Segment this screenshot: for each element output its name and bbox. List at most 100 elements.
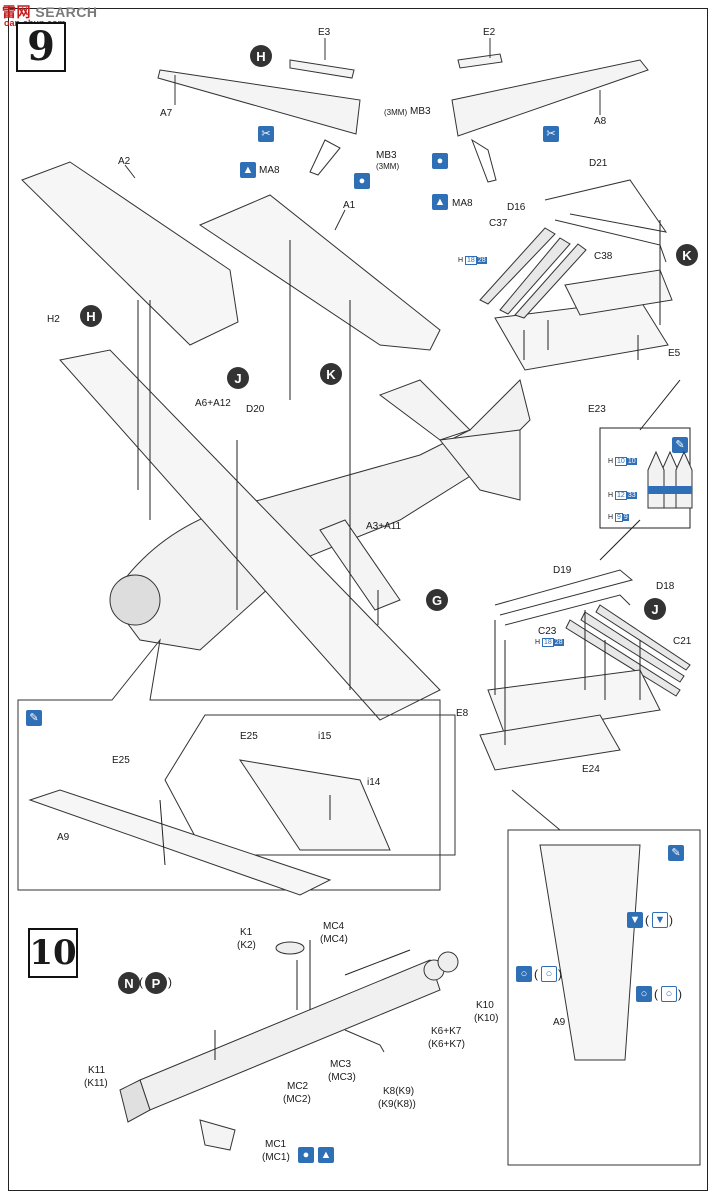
label-K10: K10: [476, 1000, 494, 1011]
callout-N: N: [118, 972, 140, 994]
open-hole-icon: ▲: [240, 162, 256, 178]
callout-J-left: J: [227, 367, 249, 389]
label-C21: C21: [673, 636, 692, 647]
label-A1: A1: [343, 200, 356, 211]
label-A6-A12: A6+A12: [195, 398, 231, 409]
callout-P: P: [145, 972, 167, 994]
paint-brush-icon-right-detail: ✎: [668, 845, 684, 861]
cut-remove-icon: ✂: [258, 126, 274, 142]
label-MB3-left-note: (3MM): [384, 108, 408, 117]
label-D16: D16: [507, 202, 526, 213]
callout-H-left: H: [80, 305, 102, 327]
label-D19: D19: [553, 565, 572, 576]
label-MC1: MC1: [265, 1139, 287, 1150]
paren-close-fill-3: ): [678, 987, 682, 1001]
label-E25-outer: E25: [112, 755, 130, 766]
callout-H-top: H: [250, 45, 272, 67]
paren-close-fill-2: ): [558, 967, 562, 981]
label-MA8-right: MA8: [452, 198, 473, 209]
label-MB3-right: MB3: [376, 150, 397, 161]
label-A9-right: A9: [553, 1017, 566, 1028]
label-D20: D20: [246, 404, 265, 415]
label-i15: i15: [318, 731, 332, 742]
cut-remove-icon-right: ✂: [543, 126, 559, 142]
label-MC4: MC4: [323, 921, 345, 932]
label-D21: D21: [589, 158, 608, 169]
paren-open-fill-1: (: [645, 913, 649, 927]
watermark-cn: 雷: [2, 5, 17, 21]
label-MC4b: (MC4): [320, 934, 348, 945]
watermark-cn2: 网: [16, 5, 31, 21]
label-A9-detail: A9: [57, 832, 70, 843]
open-hole-icon-mc1: ▲: [318, 1147, 334, 1163]
callout-J-right: J: [644, 598, 666, 620]
fill-hole-icon-3: ○: [516, 966, 532, 982]
label-MC3: MC3: [330, 1059, 352, 1070]
label-H2: H2: [47, 314, 60, 325]
label-D18: D18: [656, 581, 675, 592]
label-i14: i14: [367, 777, 381, 788]
label-MC2b: (MC2): [283, 1094, 311, 1105]
label-K1: K1: [240, 927, 253, 938]
step-number-9: 9: [16, 22, 66, 72]
watermark: 雷网 SEARCH: [2, 2, 98, 22]
fill-hole-icon-6: ○: [661, 986, 677, 1002]
label-K8K9: K8(K9): [383, 1086, 415, 1097]
paint-brush-icon-ammo: ✎: [672, 437, 688, 453]
label-E23: E23: [588, 404, 606, 415]
label-A8: A8: [594, 116, 607, 127]
label-K10b: (K10): [474, 1013, 499, 1024]
paint-brush-icon-detail: ✎: [26, 710, 42, 726]
label-K2: (K2): [237, 940, 256, 951]
label-E2: E2: [483, 27, 496, 38]
label-A7: A7: [160, 108, 173, 119]
watermark-en: SEARCH: [35, 4, 98, 20]
label-K9K8: (K9(K8)): [378, 1099, 416, 1110]
label-E8: E8: [456, 708, 469, 719]
label-K11: K11: [88, 1065, 106, 1076]
paren-close-NP: ): [168, 975, 172, 989]
label-MA8-left: MA8: [259, 165, 280, 176]
label-C37: C37: [489, 218, 508, 229]
label-K11b: (K11): [84, 1078, 108, 1089]
label-C23: C23: [538, 626, 557, 637]
label-E25-inner: E25: [240, 731, 258, 742]
label-K6K7: K6+K7: [431, 1026, 462, 1037]
paren-open-NP: (: [139, 975, 143, 989]
label-MB3-left: MB3: [410, 106, 431, 117]
label-MB3-right-note: (3MM): [376, 162, 400, 171]
callout-K-center: K: [320, 363, 342, 385]
callout-K-right: K: [676, 244, 698, 266]
open-hole-icon-right: ▲: [432, 194, 448, 210]
fill-hole-icon-4: ○: [541, 966, 557, 982]
cement-drop-icon: ●: [354, 173, 370, 189]
label-E24: E24: [582, 764, 600, 775]
fill-hole-icon-1: ▼: [627, 912, 643, 928]
page-frame: [8, 8, 708, 1191]
fill-hole-icon-5: ○: [636, 986, 652, 1002]
label-E3: E3: [318, 27, 331, 38]
label-E5: E5: [668, 348, 681, 359]
fill-hole-icon-2: ▼: [652, 912, 668, 928]
label-MC3b: (MC3): [328, 1072, 356, 1083]
label-C38: C38: [594, 251, 613, 262]
label-MC2: MC2: [287, 1081, 309, 1092]
callout-G: G: [426, 589, 448, 611]
label-K6K7b: (K6+K7): [428, 1039, 465, 1050]
label-A2: A2: [118, 156, 131, 167]
cement-drop-icon-mc1: ●: [298, 1147, 314, 1163]
paren-open-fill-2: (: [534, 967, 538, 981]
step-number-10: 10: [28, 928, 78, 978]
label-MC1b: (MC1): [262, 1152, 290, 1163]
cement-drop-icon-right: ●: [432, 153, 448, 169]
paren-close-fill-1: ): [669, 913, 673, 927]
paren-open-fill-3: (: [654, 987, 658, 1001]
